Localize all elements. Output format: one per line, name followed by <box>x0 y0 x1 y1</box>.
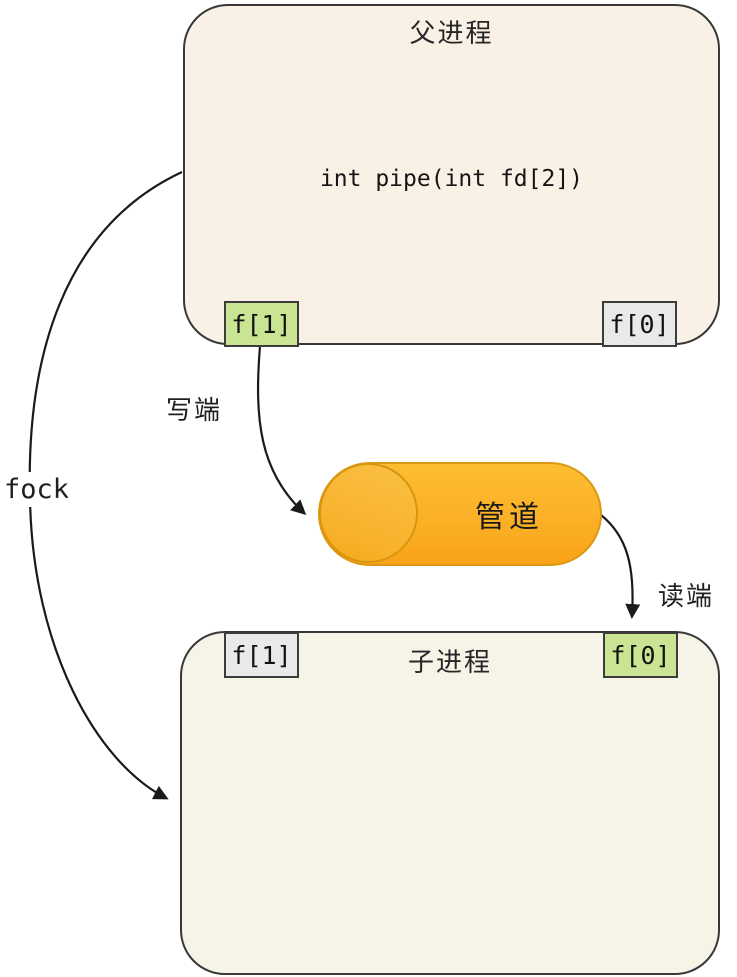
pipe-label: 管道 <box>475 500 543 535</box>
parent-process-box: 父进程 int pipe(int fd[2]) f[1] f[0] <box>183 4 720 347</box>
write-end-label: 写端 <box>166 396 223 426</box>
write-end-arrow <box>256 345 307 516</box>
child-fd0-read-box: f[0] <box>603 632 678 678</box>
child-process-title: 子进程 <box>407 648 492 678</box>
parent-process-title: 父进程 <box>409 19 494 49</box>
pipe-cylinder: 管道 <box>318 462 602 566</box>
parent-fd0-read-box: f[0] <box>602 301 677 347</box>
pipe-cylinder-cap <box>319 463 418 563</box>
read-end-arrow <box>600 514 641 619</box>
parent-fd1-write-box: f[1] <box>224 301 299 347</box>
child-process-box: 子进程 f[1] f[0] <box>180 631 720 975</box>
read-end-label: 读端 <box>658 582 715 612</box>
fork-label: fock <box>2 472 72 507</box>
pipe-syscall-code: int pipe(int fd[2]) <box>319 166 584 192</box>
child-fd1-write-box: f[1] <box>224 632 299 678</box>
